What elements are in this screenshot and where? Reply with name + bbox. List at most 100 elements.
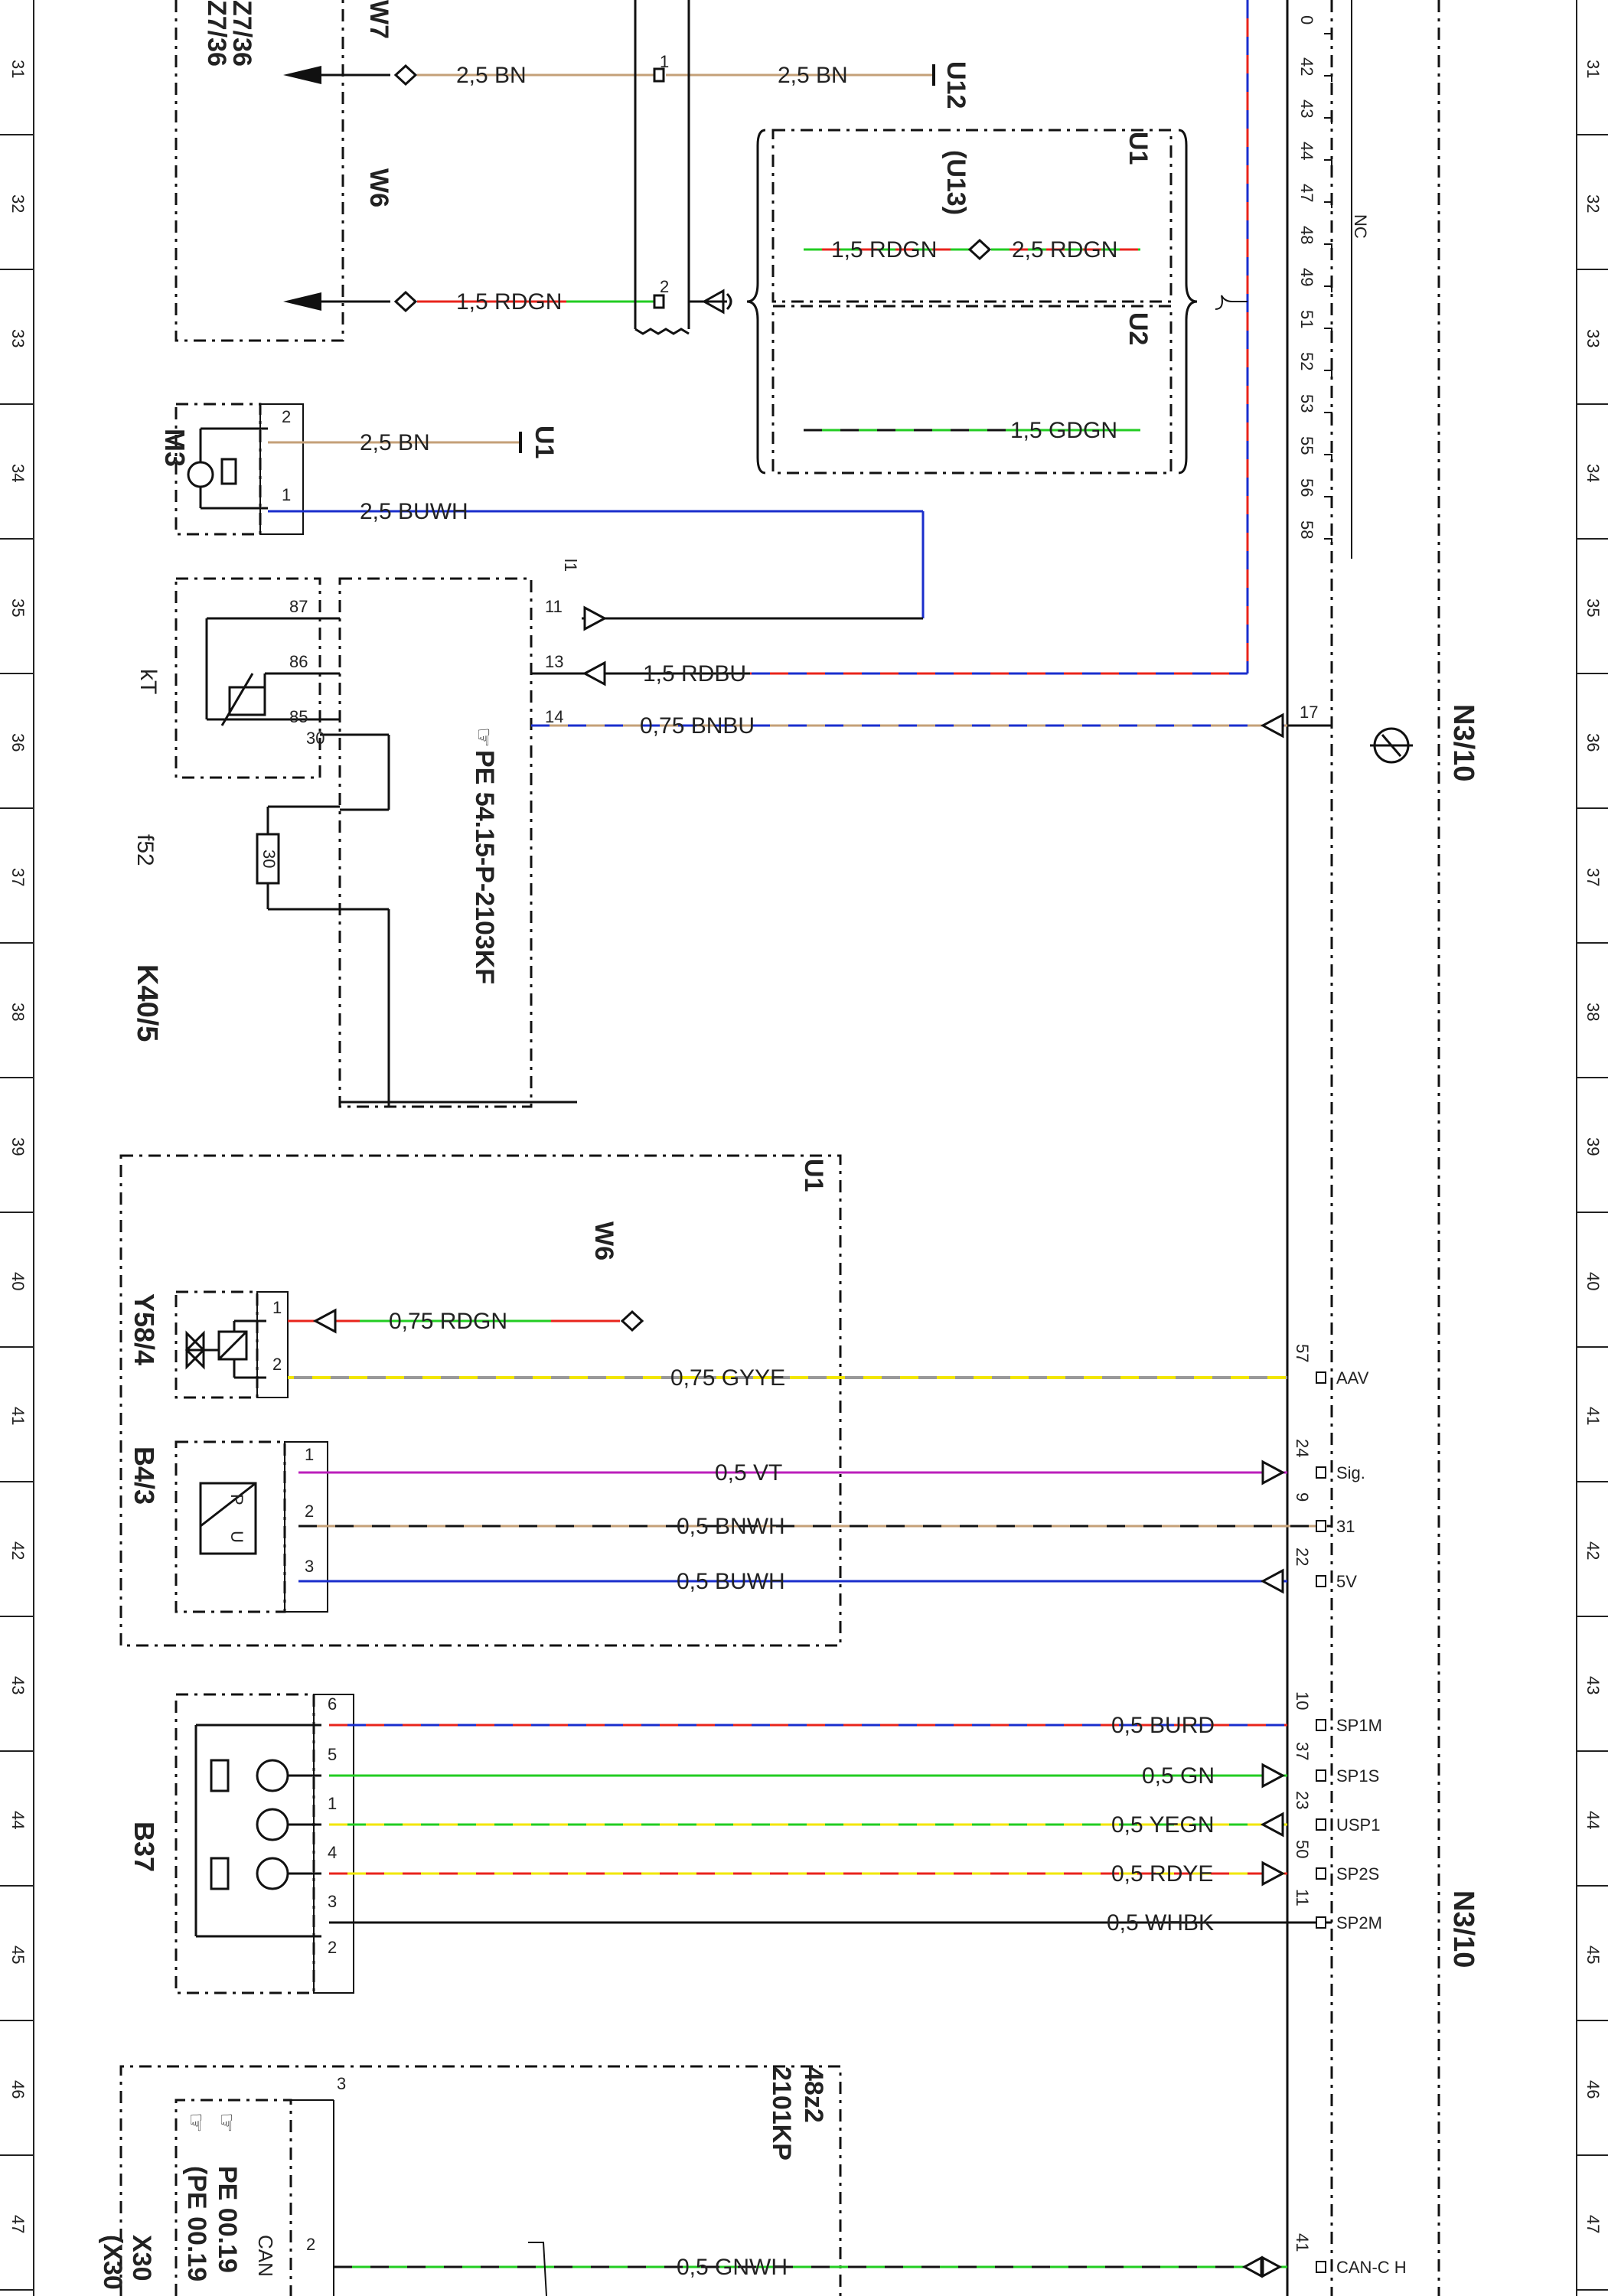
label-u2: U2 [1124, 312, 1153, 345]
grid-row-label: 45 [1584, 1945, 1603, 1964]
n310-pin-number: 23 [1293, 1791, 1312, 1809]
n310-bus [1286, 0, 1440, 2296]
n310-pin-tick [1316, 2261, 1326, 2273]
grid-row-label: 34 [1584, 464, 1603, 482]
wire-label-rdgn-y58: 0,75 RDGN [389, 1309, 507, 1334]
wire-label-rdgn-u1a: 1,5 RDGN [831, 237, 937, 263]
nc-pin-tick [1324, 328, 1332, 334]
n310-pin-number: 10 [1293, 1691, 1312, 1710]
label-z736-2: W6 [589, 1221, 618, 1261]
grid-row-label: 42 [8, 1541, 28, 1560]
n310-pin-signal: 5V [1336, 1572, 1357, 1591]
n310-pin-signal: SP1S [1336, 1766, 1379, 1786]
pin-n310-17: 17 [1300, 703, 1318, 722]
wire-label-bn-top-a: 2,5 BN [456, 63, 527, 88]
wire-label-gdgn-u2: 1,5 GDGN [1010, 418, 1117, 443]
grid-row-label: 37 [8, 868, 28, 886]
grid-row-label: 33 [8, 329, 28, 347]
nc-pin-tick [1324, 201, 1332, 208]
pin-k-11: 11 [545, 597, 563, 616]
pin-k-13: 13 [545, 652, 563, 671]
u1-u2-block [771, 129, 1173, 475]
grid-row-label: 38 [1584, 1003, 1603, 1021]
label-nc: NC [1351, 214, 1370, 239]
nc-pin-tick [1324, 454, 1332, 461]
ground-arrow-icon [1241, 2255, 1263, 2278]
label-u13: 2101KP [767, 2066, 796, 2161]
label-l1: l1 [561, 559, 580, 572]
wire-label-rdgn-z7: 1,5 RDGN [456, 289, 562, 315]
nc-pin-tick [1324, 412, 1332, 419]
pin-u12-2: 2 [306, 2235, 315, 2254]
ground-arrow-icon [583, 605, 608, 631]
pin-b37-1: 1 [328, 1794, 337, 1813]
grid-row-label: 41 [1584, 1407, 1603, 1425]
nc-pin-number: 49 [1297, 268, 1316, 286]
nc-pin-number: 47 [1297, 184, 1316, 202]
wire-label-buwh: 0,5 BUWH [677, 1569, 785, 1594]
nc-pin-number: 44 [1297, 142, 1316, 160]
n310-pin-number: 57 [1293, 1344, 1312, 1362]
grid-row-label: 46 [1584, 2080, 1603, 2099]
n310-pin-tick [1316, 1520, 1326, 1532]
pin-b4-1: 1 [305, 1445, 314, 1464]
label-n310-bottom: N3/10 [1447, 1890, 1479, 1968]
sensor-b37 [174, 1693, 354, 1994]
grid-row-label: 44 [8, 1811, 28, 1829]
n310-pin-signal: SP2M [1336, 1913, 1382, 1932]
label-k40: K40/5 [131, 964, 163, 1042]
n310-pin-tick [1316, 1818, 1326, 1831]
brace-icon [746, 129, 766, 475]
n310-pin-number: 24 [1293, 1439, 1312, 1457]
wire-label-vt: 0,5 VT [715, 1460, 782, 1486]
n310-pin-signal: CAN-C H [1336, 2258, 1407, 2277]
grid-row-label: 44 [1584, 1811, 1603, 1829]
nc-pin-number: 42 [1297, 57, 1316, 76]
wire-label-rdye: 0,5 RDYE [1111, 1861, 1213, 1887]
pin-b37-4: 4 [328, 1843, 337, 1862]
nc-pin-tick [1324, 117, 1332, 124]
grid-row-label: 45 [8, 1945, 28, 1964]
label-n310-top: N3/10 [1447, 704, 1479, 781]
n310-pin-number: 41 [1293, 2233, 1312, 2252]
nc-pin-number: 56 [1297, 478, 1316, 497]
pin-y58-2: 2 [272, 1355, 282, 1374]
label-w7: U1 [530, 426, 559, 458]
pin-sp2: 1 [660, 52, 669, 71]
conn-z736z2: W6 [364, 168, 393, 207]
wire-label-burd: 0,5 BURD [1111, 1713, 1215, 1738]
nc-pin-tick [1324, 159, 1332, 166]
grid-row-label: 31 [8, 60, 28, 78]
n310-pin-list: 57AAV24Sig.931225V10SP1M37SP1S23USP150SP… [1293, 1344, 1407, 2277]
ground-arrow-icon [1261, 1763, 1286, 1789]
label-kt: kT [135, 669, 161, 694]
grid-row-label: 35 [8, 598, 28, 617]
n310-pin-tick [1316, 1466, 1326, 1479]
ground-arrow-icon [689, 289, 732, 315]
brace-icon [1178, 129, 1198, 475]
grid-frame [33, 0, 1577, 2296]
wire-label-bn-top-b: 2,5 BN [778, 63, 848, 88]
label-m3: M3 [159, 429, 191, 467]
grid-row-label: 36 [8, 733, 28, 752]
wire-label-rdgn-u1b: 2,5 RDGN [1012, 237, 1117, 263]
pin-b37-3: 3 [328, 1892, 337, 1911]
n310-pin-signal: SP2S [1336, 1864, 1379, 1883]
u12-box [119, 2065, 842, 2296]
grid-row-label: 39 [8, 1137, 28, 1156]
nc-pin-number: 51 [1297, 310, 1316, 328]
grid-row-label: 32 [1584, 194, 1603, 213]
nc-pin-number: 55 [1297, 436, 1316, 455]
pin-kt-86: 86 [289, 652, 308, 671]
grid-row-label: 41 [8, 1407, 28, 1425]
label-b4: B4/3 [129, 1446, 160, 1505]
pin-kt-30: 30 [306, 729, 325, 748]
n310-pin-number: 9 [1293, 1492, 1312, 1502]
conn-48z2: W7 [364, 0, 393, 39]
label-x30: X30 [127, 2235, 156, 2281]
b4-symbol-u: U [227, 1531, 246, 1543]
label-y58: Y58/4 [129, 1293, 160, 1365]
n310-pin-signal: SP1M [1336, 1716, 1382, 1735]
pin-b4-3: 3 [305, 1557, 314, 1576]
